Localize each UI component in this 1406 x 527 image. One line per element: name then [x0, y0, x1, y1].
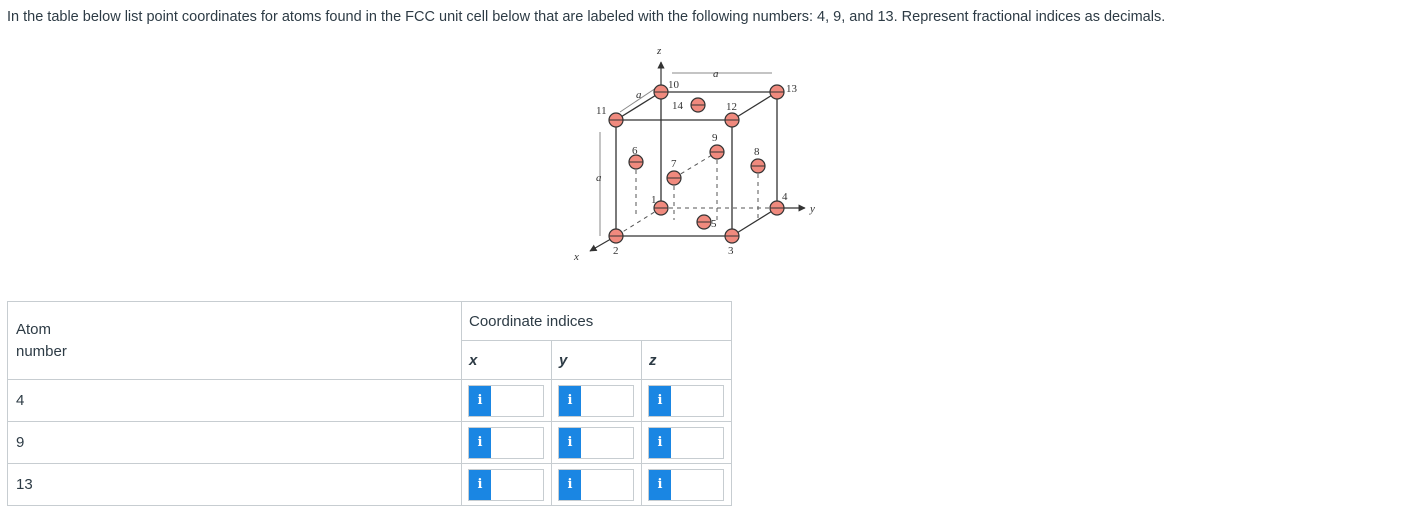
edge-label-top: a	[713, 68, 719, 80]
answer-field-z: i	[648, 426, 724, 459]
x-coordinate-input[interactable]	[491, 428, 543, 457]
atom-label-2: 2	[613, 245, 619, 257]
atom-label-10: 10	[668, 79, 680, 91]
atom-label-13: 13	[786, 83, 798, 95]
atom-label-7: 7	[671, 158, 677, 170]
atom-label-9: 9	[712, 132, 718, 144]
info-icon[interactable]: i	[649, 385, 671, 416]
hidden-edges	[615, 151, 775, 237]
atom-label-3: 3	[728, 245, 734, 257]
atom-number-header: Atom number	[7, 301, 462, 380]
x-column-header: x	[461, 340, 552, 380]
y-coordinate-input[interactable]	[581, 386, 633, 415]
z-axis-label: z	[656, 45, 662, 57]
atom-label-1: 1	[651, 194, 657, 206]
answer-field-x: i	[468, 384, 544, 417]
info-icon[interactable]: i	[559, 427, 581, 458]
info-icon[interactable]: i	[559, 469, 581, 500]
x-axis-label: x	[573, 251, 579, 263]
x-coordinate-input[interactable]	[491, 386, 543, 415]
y-column-header: y	[551, 340, 642, 380]
answer-field-x: i	[468, 468, 544, 501]
atom-number-cell: 9	[7, 421, 462, 464]
atom-number-cell: 4	[7, 379, 462, 422]
table-row: 13 i i i	[7, 463, 732, 506]
coordinate-table: Atom number Coordinate indices x y z 4 i…	[7, 301, 732, 506]
answer-field-z: i	[648, 384, 724, 417]
edge-label-depth: a	[636, 89, 642, 101]
atom-label-12: 12	[726, 101, 737, 113]
answer-field-y: i	[558, 384, 634, 417]
atom-label-4: 4	[782, 191, 788, 203]
fcc-unit-cell-diagram: z y x a a a 1 2 3 4 5	[573, 45, 815, 263]
z-column-header: z	[641, 340, 732, 380]
coordinate-indices-header: Coordinate indices	[461, 301, 732, 341]
atom-label-11: 11	[596, 105, 607, 117]
atom-label-8: 8	[754, 146, 760, 158]
info-icon[interactable]: i	[469, 427, 491, 458]
answer-field-y: i	[558, 426, 634, 459]
info-icon[interactable]: i	[469, 469, 491, 500]
z-coordinate-input[interactable]	[671, 386, 723, 415]
answer-field-x: i	[468, 426, 544, 459]
y-coordinate-input[interactable]	[581, 470, 633, 499]
atom-label-14: 14	[672, 100, 684, 112]
y-axis-label: y	[809, 203, 815, 215]
table-row: 9 i i i	[7, 421, 732, 464]
x-coordinate-input[interactable]	[491, 470, 543, 499]
answer-field-y: i	[558, 468, 634, 501]
edge-label-side: a	[596, 172, 602, 184]
y-coordinate-input[interactable]	[581, 428, 633, 457]
info-icon[interactable]: i	[649, 469, 671, 500]
table-row: 4 i i i	[7, 379, 732, 422]
atom-label-5: 5	[711, 218, 717, 230]
atom-number-cell: 13	[7, 463, 462, 506]
question-text: In the table below list point coordinate…	[7, 9, 1166, 25]
answer-field-z: i	[648, 468, 724, 501]
info-icon[interactable]: i	[649, 427, 671, 458]
atom-label-6: 6	[632, 145, 638, 157]
cube-edges	[615, 91, 778, 237]
dimension-lines	[599, 72, 772, 236]
atom-center-lines	[609, 91, 784, 237]
info-icon[interactable]: i	[559, 385, 581, 416]
z-coordinate-input[interactable]	[671, 428, 723, 457]
z-coordinate-input[interactable]	[671, 470, 723, 499]
info-icon[interactable]: i	[469, 385, 491, 416]
